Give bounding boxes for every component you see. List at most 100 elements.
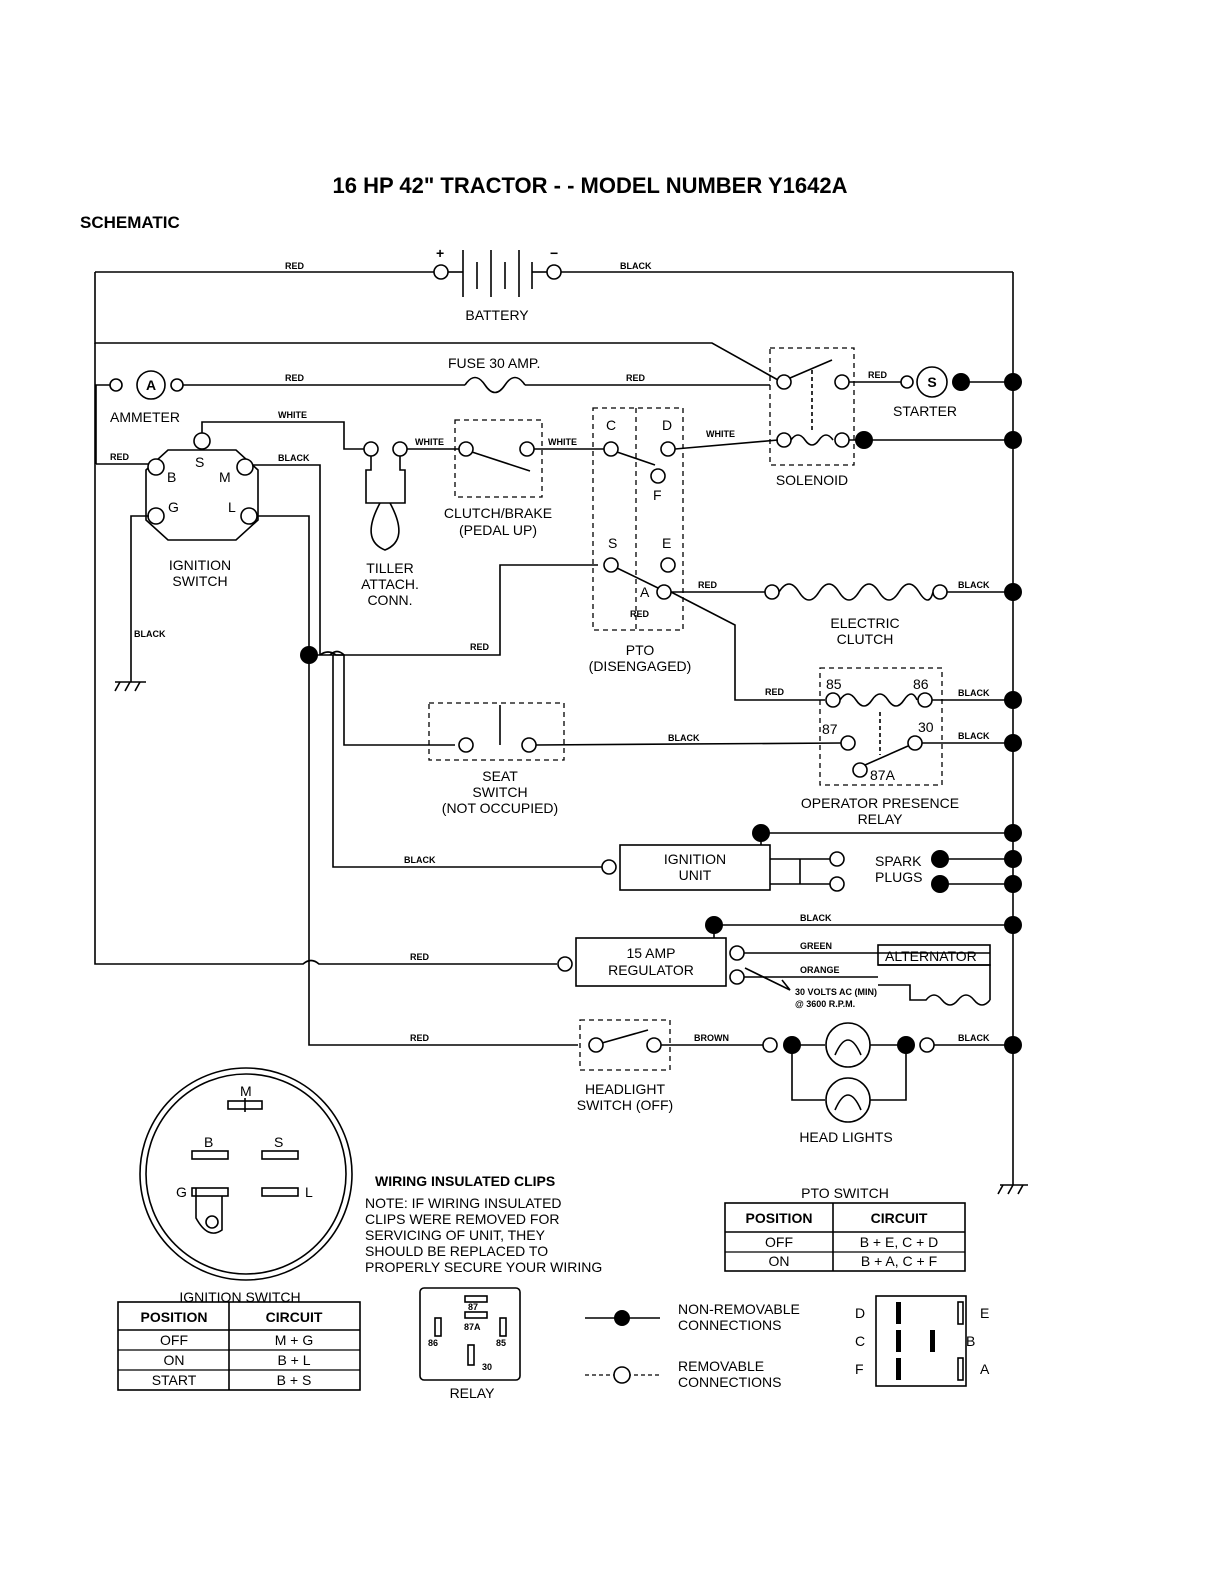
pto-label-1: PTO — [626, 642, 655, 658]
wire-label-seat-black: BLACK — [668, 733, 700, 743]
pto-pin-c: C — [855, 1333, 865, 1349]
alternator-note-2: @ 3600 R.P.M. — [795, 999, 855, 1009]
solenoid-label: SOLENOID — [776, 472, 848, 488]
regulator: 15 AMP REGULATOR — [94, 343, 727, 987]
electric-clutch-label-2: CLUTCH — [837, 631, 894, 647]
wire-label-clutch-white: WHITE — [548, 437, 577, 447]
fuse: FUSE 30 AMP. — [448, 355, 770, 394]
regulator-label-2: REGULATOR — [608, 962, 694, 978]
wire-label-relay30-black: BLACK — [958, 731, 990, 741]
relay-label-1: OPERATOR PRESENCE — [801, 795, 959, 811]
ammeter-symbol: A — [146, 377, 156, 393]
legend-non-removable-1: NON-REMOVABLE — [678, 1301, 800, 1317]
ign-switch-label-2: SWITCH — [172, 573, 227, 589]
pto-pin-diagram: D C F E B A — [855, 1295, 990, 1387]
clips-note-5: PROPERLY SECURE YOUR WIRING — [365, 1259, 602, 1275]
tiller-label-3: CONN. — [367, 592, 412, 608]
pto-table-on-circuit: B + A, C + F — [861, 1253, 937, 1269]
ground-bus — [997, 272, 1028, 1195]
wire-label-starter-red: RED — [868, 370, 888, 380]
spark-plugs: SPARK PLUGS — [829, 850, 1022, 893]
wire-label-relay-red: RED — [765, 687, 785, 697]
wire-label-clutch-black: BLACK — [958, 580, 990, 590]
relay-terminal-86: 86 — [913, 676, 929, 692]
pto-terminal-s: S — [608, 535, 617, 551]
pto-pin-a: A — [980, 1361, 990, 1377]
plug-terminal-s: S — [274, 1134, 283, 1150]
ign-table-header-circuit: CIRCUIT — [266, 1309, 323, 1325]
fuse-label: FUSE 30 AMP. — [448, 355, 540, 371]
wire-label-clutch-red: RED — [698, 580, 718, 590]
pto-terminal-c: C — [606, 417, 616, 433]
wire-label-headlight-red: RED — [410, 1033, 430, 1043]
ign-table-header-position: POSITION — [141, 1309, 208, 1325]
alternator: GREEN ORANGE ALTERNATOR 30 VOLTS AC (MIN… — [729, 941, 991, 1009]
pto-table-off: OFF — [765, 1234, 793, 1250]
wire-label-ign-b-red: RED — [110, 452, 130, 462]
plug-terminal-m: M — [240, 1083, 252, 1099]
battery: + − BATTERY — [95, 245, 1013, 323]
pto-pin-f: F — [855, 1361, 864, 1377]
headlight-switch-label-2: SWITCH (OFF) — [577, 1097, 673, 1113]
starter-symbol: S — [927, 374, 936, 390]
battery-plus: + — [436, 245, 444, 261]
pto-table-off-circuit: B + E, C + D — [860, 1234, 939, 1250]
seat-switch-label-1: SEAT — [482, 768, 518, 784]
ign-terminal-s: S — [195, 454, 204, 470]
battery-label: BATTERY — [465, 307, 529, 323]
clips-note-3: SERVICING OF UNIT, THEY — [365, 1227, 546, 1243]
clutch-brake-label-2: (PEDAL UP) — [459, 522, 537, 538]
relay-terminal-87a: 87A — [870, 767, 896, 783]
wire-label-tiller-white: WHITE — [415, 437, 444, 447]
plug-terminal-g: G — [176, 1184, 187, 1200]
relay-pin-87: 87 — [468, 1302, 478, 1312]
wire-label-relay86-black: BLACK — [958, 688, 990, 698]
clips-note-2: CLIPS WERE REMOVED FOR — [365, 1211, 559, 1227]
seat-switch: SEAT SWITCH (NOT OCCUPIED) — [428, 702, 565, 816]
wire-label-pto-a-red: RED — [630, 609, 650, 619]
ign-table-off-circuit: M + G — [275, 1332, 314, 1348]
alternator-note-1: 30 VOLTS AC (MIN) — [795, 987, 877, 997]
relay-pin-diagram: 87 87A 86 85 30 RELAY — [419, 1287, 521, 1401]
wire-label-ign-s-white: WHITE — [278, 410, 307, 420]
starter: S STARTER — [849, 366, 1022, 419]
pto-table-title: PTO SWITCH — [801, 1185, 889, 1201]
ign-table-start-circuit: B + S — [277, 1372, 312, 1388]
pto-label-2: (DISENGAGED) — [589, 658, 692, 674]
pto-pin-d: D — [855, 1305, 865, 1321]
ign-table-start: START — [152, 1372, 197, 1388]
legend-non-removable-2: CONNECTIONS — [678, 1317, 781, 1333]
ign-table-off: OFF — [160, 1332, 188, 1348]
relay-pin-86: 86 — [428, 1338, 438, 1348]
ignition-circuit-table: POSITION CIRCUIT OFF M + G ON B + L STAR… — [117, 1301, 361, 1391]
wiring-clips-note: WIRING INSULATED CLIPS NOTE: IF WIRING I… — [365, 1173, 602, 1275]
ground-ignition — [114, 515, 149, 692]
plug-terminal-b: B — [204, 1134, 213, 1150]
pto-pin-e: E — [980, 1305, 989, 1321]
legend-removable-2: CONNECTIONS — [678, 1374, 781, 1390]
starter-label: STARTER — [893, 403, 957, 419]
legend: NON-REMOVABLE CONNECTIONS REMOVABLE CONN… — [585, 1301, 800, 1390]
pto-terminal-f: F — [653, 487, 662, 503]
wire-label-ign-g-black: BLACK — [134, 629, 166, 639]
relay-terminal-30: 30 — [918, 719, 934, 735]
plug-caption: IGNITION SWITCH — [179, 1289, 300, 1305]
seat-switch-label-2: SWITCH — [472, 784, 527, 800]
wire-label-ammeter-red: RED — [285, 373, 305, 383]
pto-terminal-a: A — [640, 584, 650, 600]
pto-terminal-e: E — [662, 535, 671, 551]
operator-presence-relay: 85 86 87 30 87A OPERATOR PRESENCE RELAY — [801, 667, 959, 827]
relay-pin-85: 85 — [496, 1338, 506, 1348]
tiller-connector: TILLER ATTACH. CONN. — [361, 441, 419, 608]
wire-label-fuse-red: RED — [626, 373, 646, 383]
legend-removable-1: REMOVABLE — [678, 1358, 764, 1374]
spark-plugs-label-1: SPARK — [875, 853, 922, 869]
relay-terminal-85: 85 — [826, 676, 842, 692]
relay-label-2: RELAY — [858, 811, 904, 827]
pto-table-header-position: POSITION — [746, 1210, 813, 1226]
pto-pin-b: B — [966, 1333, 975, 1349]
headlight-switch-label-1: HEADLIGHT — [585, 1081, 666, 1097]
clips-heading: WIRING INSULATED CLIPS — [375, 1173, 555, 1189]
solenoid: SOLENOID — [769, 347, 855, 488]
